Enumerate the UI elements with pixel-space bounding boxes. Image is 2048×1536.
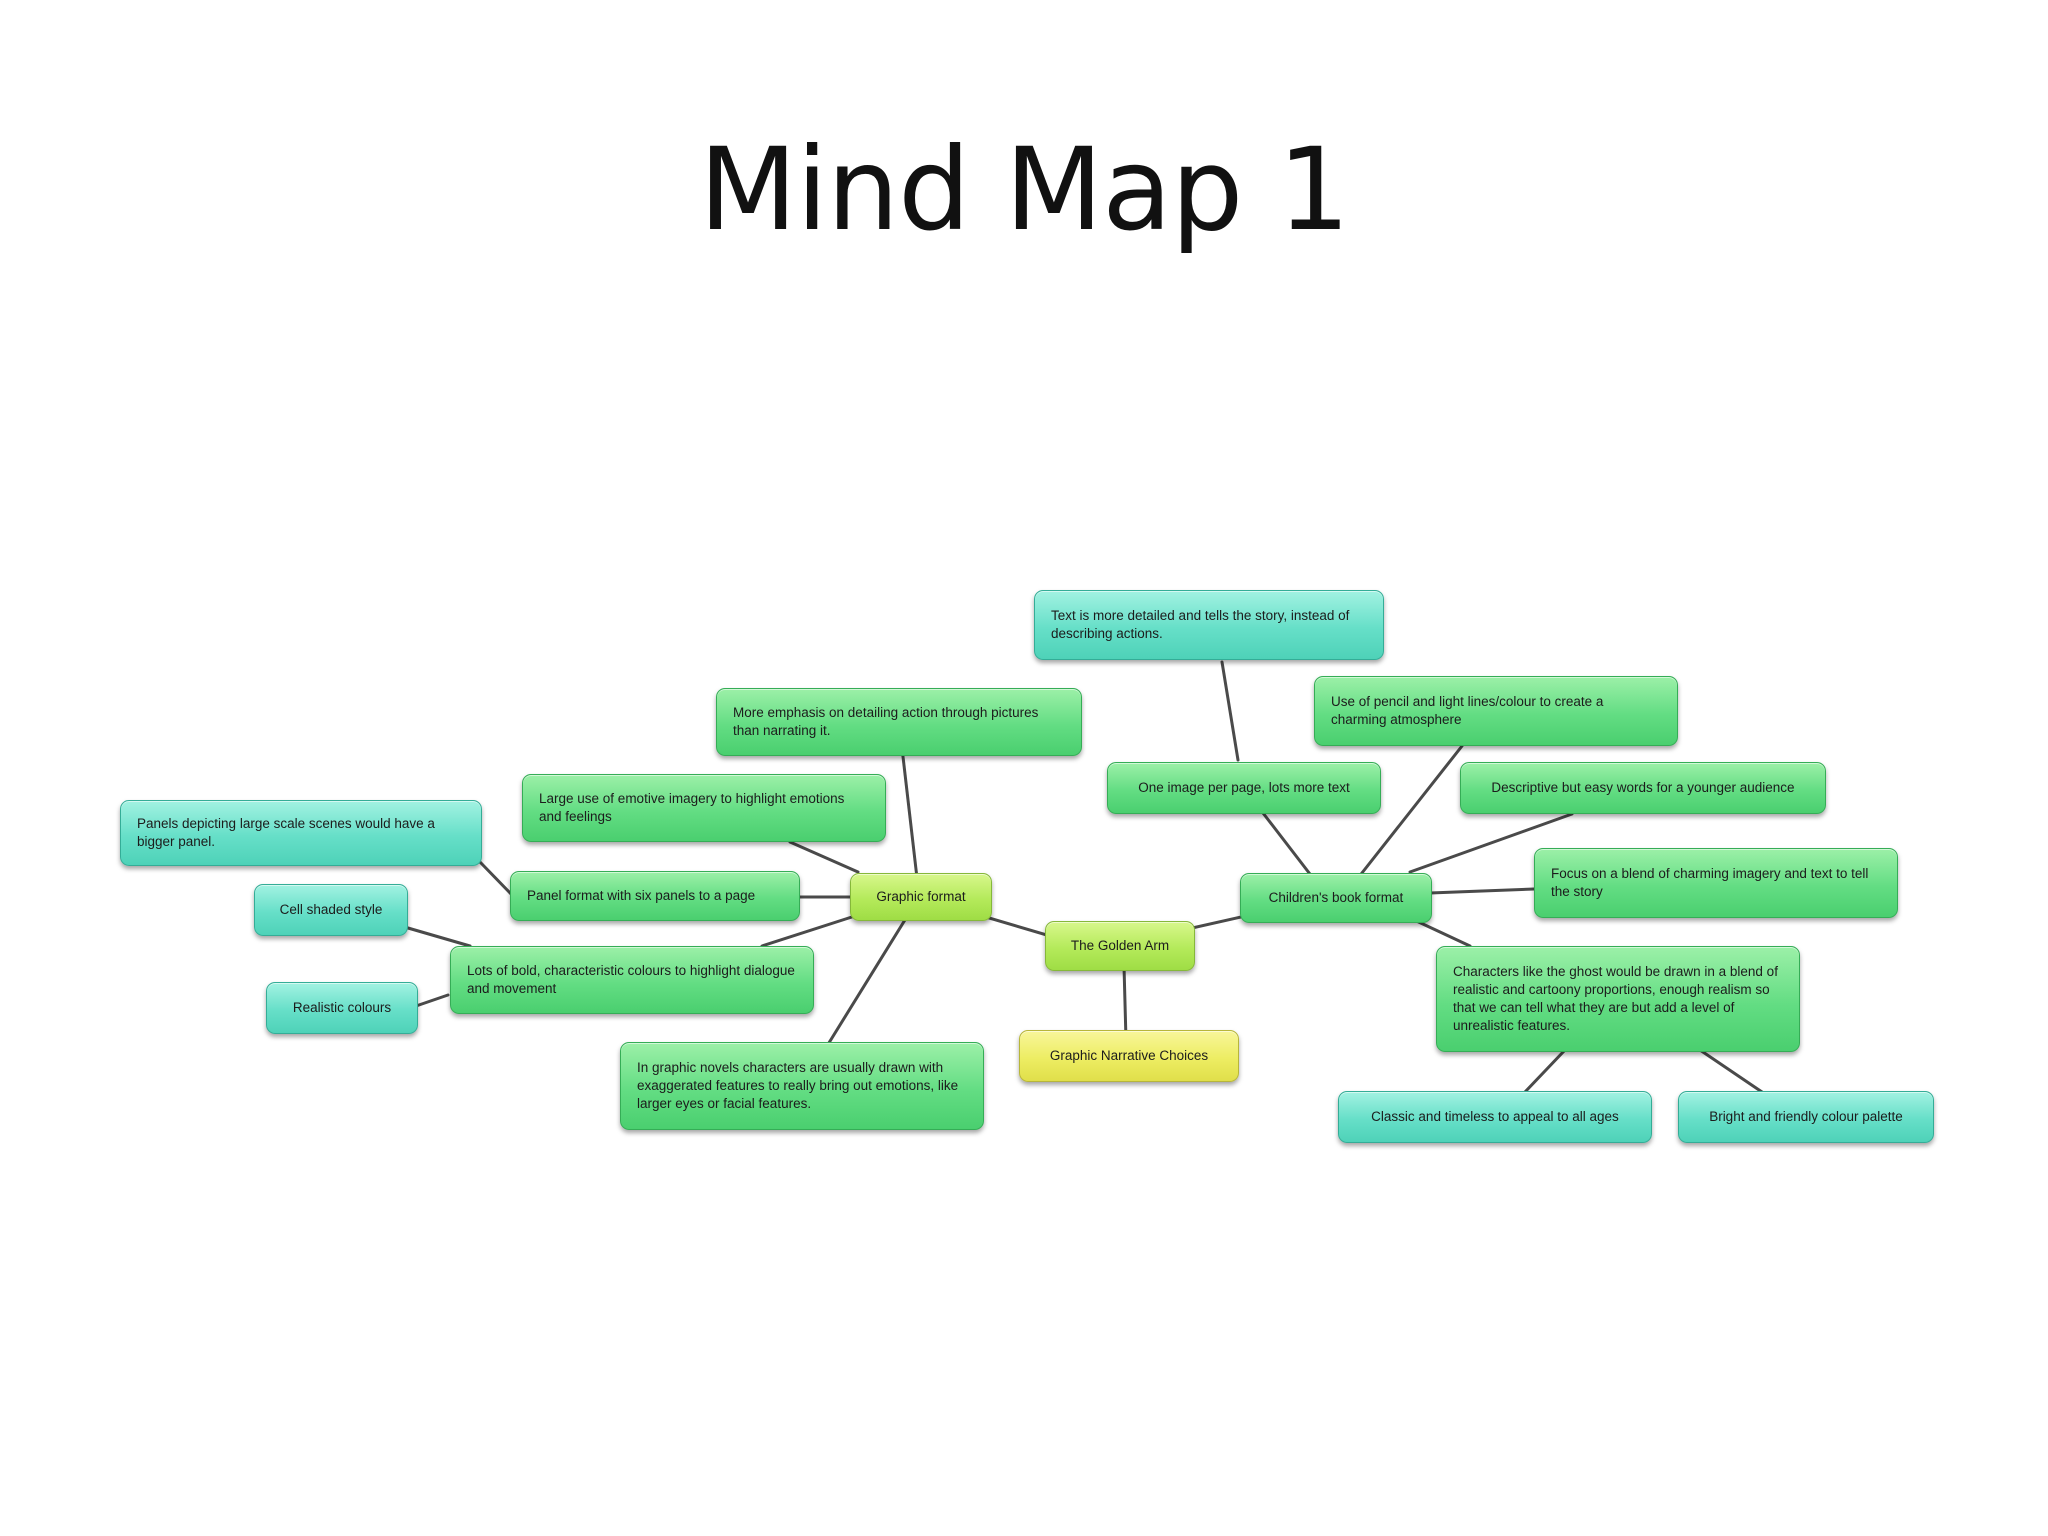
realistic-colours-label: Realistic colours	[292, 1000, 392, 1015]
emphasis-action-node[interactable]: More emphasis on detailing action throug…	[716, 688, 1082, 756]
emphasis-action-label: More emphasis on detailing action throug…	[733, 705, 1039, 738]
ghost-characters-label: Characters like the ghost would be drawn…	[1453, 964, 1778, 1033]
childrens-book-format-label: Children's book format	[1268, 890, 1404, 905]
bright-friendly-palette-label: Bright and friendly colour palette	[1709, 1109, 1903, 1124]
connector-panel-large-scale	[478, 860, 516, 899]
connector-bold-realistic	[414, 993, 450, 1008]
connector-characters-bright	[1698, 1048, 1764, 1094]
emotive-imagery-label: Large use of emotive imagery to highligh…	[539, 791, 845, 824]
one-image-per-page-label: One image per page, lots more text	[1138, 780, 1350, 795]
slide-title: Mind Map 1	[698, 123, 1350, 256]
graphic-narrative-choices-label: Graphic Narrative Choices	[1049, 1048, 1209, 1063]
panel-format-label: Panel format with six panels to a page	[527, 888, 756, 903]
realistic-colours-node[interactable]: Realistic colours	[266, 982, 418, 1034]
bright-friendly-palette-node[interactable]: Bright and friendly colour palette	[1678, 1091, 1934, 1143]
emotive-imagery-node[interactable]: Large use of emotive imagery to highligh…	[522, 774, 886, 842]
descriptive-easy-words-label: Descriptive but easy words for a younger…	[1491, 780, 1795, 795]
connector-childrens-oneimage	[1261, 811, 1315, 880]
connector-childrens-focus	[1428, 887, 1536, 895]
classic-timeless-label: Classic and timeless to appeal to all ag…	[1371, 1109, 1619, 1124]
connector-characters-classic	[1523, 1048, 1567, 1094]
childrens-book-format-node[interactable]: Children's book format	[1240, 873, 1432, 923]
charming-imagery-blend-node[interactable]: Focus on a blend of charming imagery and…	[1534, 848, 1898, 918]
connector-root-subtitle	[1122, 964, 1128, 1042]
graphic-format-node[interactable]: Graphic format	[850, 873, 992, 921]
classic-timeless-node[interactable]: Classic and timeless to appeal to all ag…	[1338, 1091, 1652, 1143]
connector-childrens-pencil	[1356, 744, 1464, 880]
ghost-characters-node[interactable]: Characters like the ghost would be drawn…	[1436, 946, 1800, 1052]
bold-colours-label: Lots of bold, characteristic colours to …	[467, 963, 795, 996]
connector-childrens-descriptive	[1408, 812, 1574, 874]
root-node-label: The Golden Arm	[1070, 938, 1170, 953]
graphic-narrative-choices-node[interactable]: Graphic Narrative Choices	[1019, 1030, 1239, 1082]
one-image-per-page-node[interactable]: One image per page, lots more text	[1107, 762, 1381, 814]
graphic-novels-characters-label: In graphic novels characters are usually…	[637, 1060, 959, 1111]
charming-imagery-blend-label: Focus on a blend of charming imagery and…	[1551, 866, 1869, 899]
connector-graphic-bold	[760, 913, 860, 948]
large-scale-panels-node[interactable]: Panels depicting large scale scenes woul…	[120, 800, 482, 866]
detailed-text-node[interactable]: Text is more detailed and tells the stor…	[1034, 590, 1384, 660]
cell-shaded-label: Cell shaded style	[279, 902, 383, 917]
pencil-light-lines-label: Use of pencil and light lines/colour to …	[1331, 694, 1604, 727]
connector-bold-cell	[406, 926, 472, 948]
cell-shaded-node[interactable]: Cell shaded style	[254, 884, 408, 936]
pencil-light-lines-node[interactable]: Use of pencil and light lines/colour to …	[1314, 676, 1678, 746]
connector-graphic-emphasis	[900, 746, 919, 880]
graphic-format-label: Graphic format	[876, 889, 966, 904]
large-scale-panels-label: Panels depicting large scale scenes woul…	[137, 816, 435, 849]
detailed-text-label: Text is more detailed and tells the stor…	[1051, 608, 1350, 641]
bold-colours-node[interactable]: Lots of bold, characteristic colours to …	[450, 946, 814, 1014]
connector-graphic-emotive	[788, 840, 860, 874]
root-node[interactable]: The Golden Arm	[1045, 921, 1195, 971]
panel-format-node[interactable]: Panel format with six panels to a page	[510, 871, 800, 921]
connector-oneimage-text	[1220, 660, 1240, 762]
graphic-novels-characters-node[interactable]: In graphic novels characters are usually…	[620, 1042, 984, 1130]
descriptive-easy-words-node[interactable]: Descriptive but easy words for a younger…	[1460, 762, 1826, 814]
connector-graphic-novels	[825, 913, 910, 1048]
